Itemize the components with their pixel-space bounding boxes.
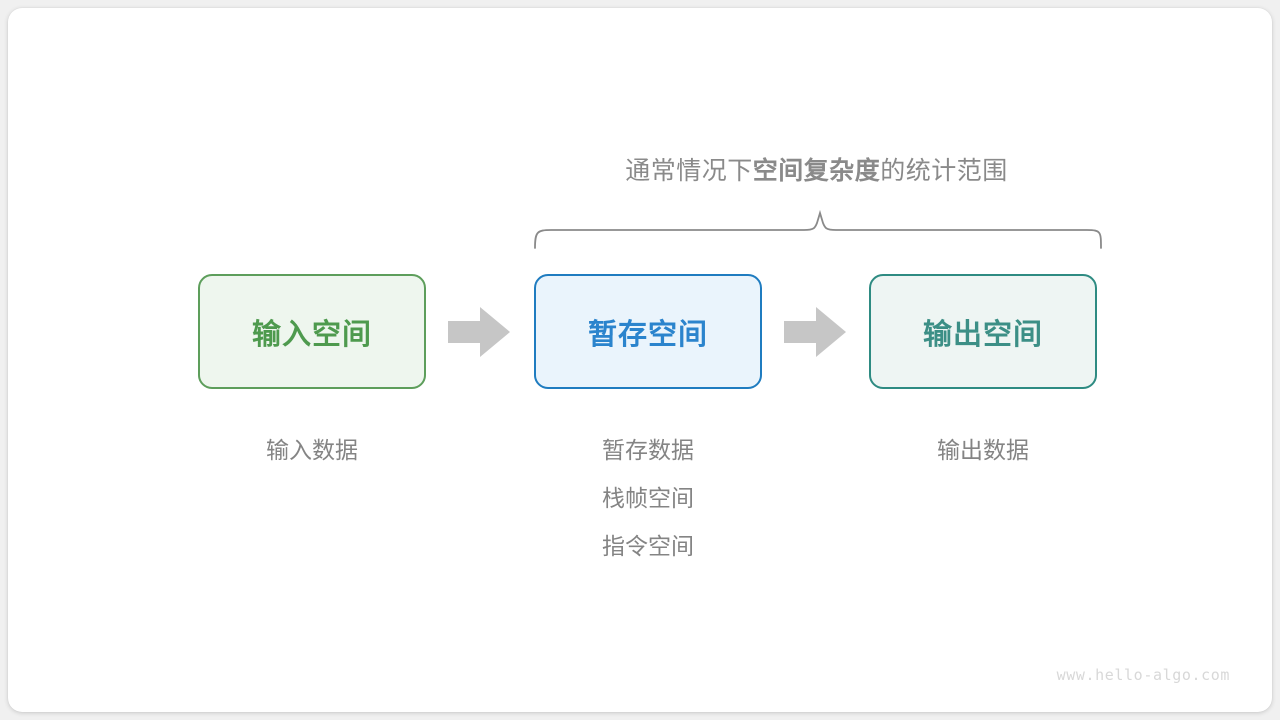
arrow-right-icon [784,307,846,357]
caption-temp-line-3: 指令空间 [602,533,694,559]
brace-caption-suffix: 的统计范围 [880,157,1008,185]
curly-brace-icon [534,209,1102,249]
brace-caption-emphasis: 空间复杂度 [752,157,881,185]
box-temp-space: 暂存空间 [534,274,762,389]
watermark: www.hello-algo.com [1056,666,1230,684]
box-output-space: 输出空间 [869,274,1097,389]
caption-temp-line-1: 暂存数据 [602,437,694,463]
caption-input-line-1: 输入数据 [266,437,358,463]
caption-temp: 暂存数据 栈帧空间 指令空间 [534,426,762,570]
arrow-right-icon [448,307,510,357]
caption-output-line-1: 输出数据 [937,437,1029,463]
brace-caption: 通常情况下空间复杂度的统计范围 [535,152,1098,190]
brace-caption-prefix: 通常情况下 [625,157,753,185]
box-temp-space-label: 暂存空间 [587,318,708,351]
caption-temp-line-2: 栈帧空间 [602,485,694,511]
box-input-space-label: 输入空间 [251,318,372,351]
diagram-card: 通常情况下空间复杂度的统计范围 输入空间 暂存空间 输出空间 输入数据 暂存数据 [8,8,1272,712]
box-input-space: 输入空间 [198,274,426,389]
caption-input: 输入数据 [198,426,426,474]
caption-output: 输出数据 [869,426,1097,474]
box-output-space-label: 输出空间 [922,318,1043,351]
